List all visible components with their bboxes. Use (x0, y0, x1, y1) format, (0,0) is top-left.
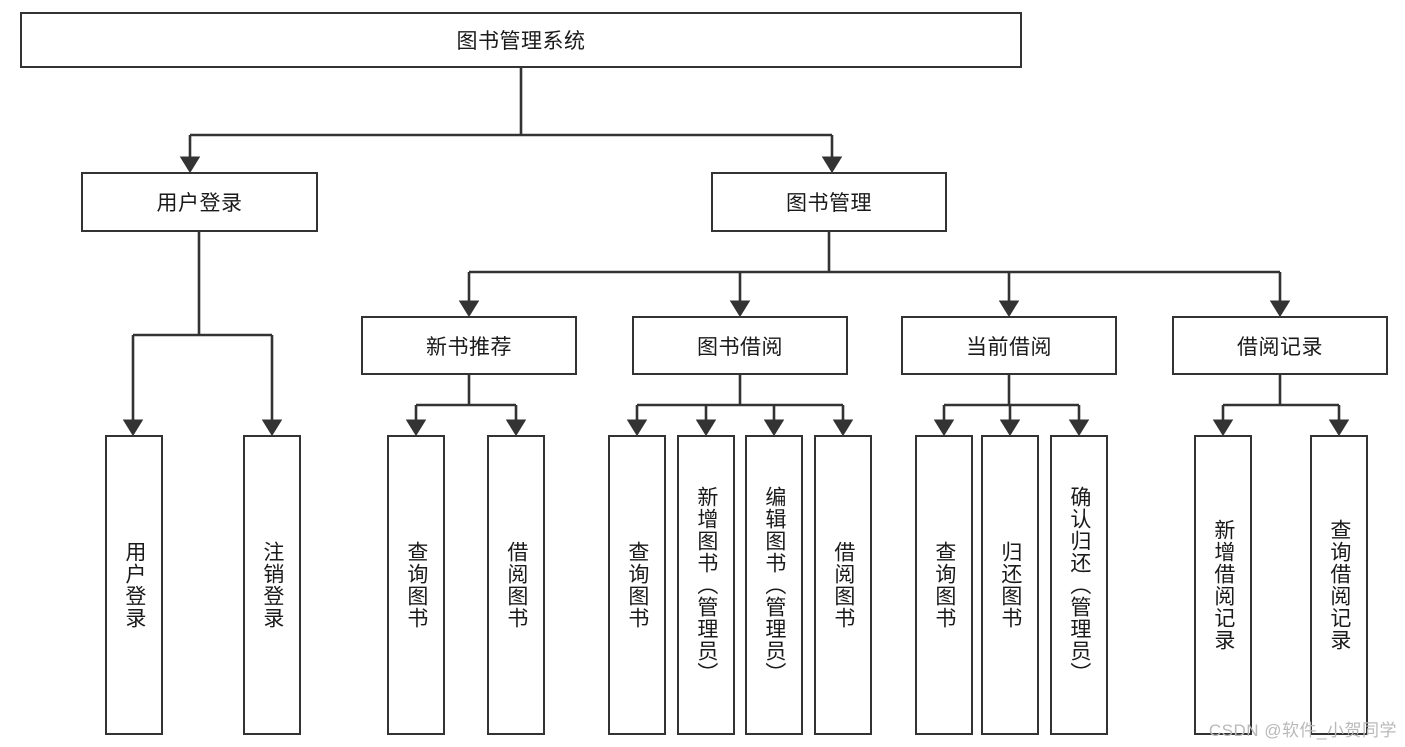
node-leaf-query-book-current-label: 查询图书 (932, 541, 956, 629)
node-leaf-query-borrow-record[interactable]: 查询借阅记录 (1310, 435, 1368, 735)
node-user-login-label: 用户登录 (156, 192, 243, 215)
node-leaf-user-login[interactable]: 用户登录 (105, 435, 163, 735)
node-leaf-edit-book-admin[interactable]: 编辑图书（管理员） (745, 435, 803, 735)
node-leaf-edit-book-admin-label: 编辑图书（管理员） (762, 486, 786, 684)
node-user-login[interactable]: 用户登录 (81, 172, 318, 232)
node-leaf-query-book-recommend-label: 查询图书 (404, 541, 428, 629)
node-leaf-confirm-return-admin[interactable]: 确认归还（管理员） (1050, 435, 1108, 735)
node-leaf-add-book-admin[interactable]: 新增图书（管理员） (677, 435, 735, 735)
node-leaf-user-login-label: 用户登录 (122, 541, 146, 629)
node-new-book-recommend[interactable]: 新书推荐 (361, 316, 577, 375)
node-leaf-logout-label: 注销登录 (260, 541, 284, 629)
node-leaf-query-book-current[interactable]: 查询图书 (915, 435, 973, 735)
node-leaf-return-book-label: 归还图书 (998, 541, 1022, 629)
node-leaf-add-borrow-record-label: 新增借阅记录 (1211, 519, 1235, 651)
node-leaf-query-book-recommend[interactable]: 查询图书 (387, 435, 445, 735)
node-leaf-query-book-borrow[interactable]: 查询图书 (608, 435, 666, 735)
node-book-borrow-label: 图书借阅 (697, 335, 783, 359)
node-leaf-borrow-book-recommend[interactable]: 借阅图书 (487, 435, 545, 735)
node-new-book-recommend-label: 新书推荐 (426, 335, 512, 359)
node-borrow-record[interactable]: 借阅记录 (1172, 316, 1388, 375)
node-leaf-confirm-return-admin-label: 确认归还（管理员） (1067, 486, 1091, 684)
node-leaf-add-borrow-record[interactable]: 新增借阅记录 (1194, 435, 1252, 735)
node-root-label: 图书管理系统 (456, 30, 586, 53)
node-leaf-query-book-borrow-label: 查询图书 (625, 541, 649, 629)
node-leaf-query-borrow-record-label: 查询借阅记录 (1327, 519, 1351, 651)
node-root[interactable]: 图书管理系统 (20, 12, 1022, 68)
node-book-management-label: 图书管理 (786, 192, 872, 215)
node-leaf-add-book-admin-label: 新增图书（管理员） (694, 486, 718, 684)
node-book-management[interactable]: 图书管理 (711, 172, 947, 232)
node-leaf-borrow-book-label: 借阅图书 (831, 541, 855, 629)
node-leaf-logout[interactable]: 注销登录 (243, 435, 301, 735)
node-current-borrow-label: 当前借阅 (966, 335, 1052, 359)
node-current-borrow[interactable]: 当前借阅 (901, 316, 1117, 375)
node-leaf-return-book[interactable]: 归还图书 (981, 435, 1039, 735)
node-leaf-borrow-book[interactable]: 借阅图书 (814, 435, 872, 735)
node-leaf-borrow-book-recommend-label: 借阅图书 (504, 541, 528, 629)
node-book-borrow[interactable]: 图书借阅 (632, 316, 848, 375)
node-borrow-record-label: 借阅记录 (1237, 335, 1323, 359)
